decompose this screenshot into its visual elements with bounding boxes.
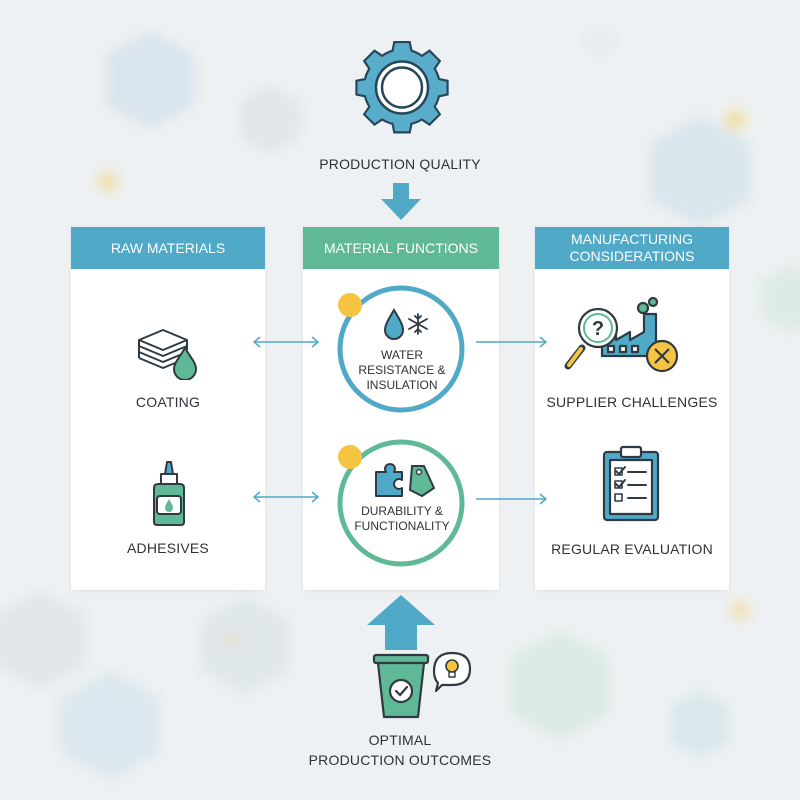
gear-icon [355, 41, 449, 134]
optimal-outcomes-label-line1: OPTIMAL [368, 732, 432, 748]
raw-materials-header: RAW MATERIALS [71, 227, 265, 269]
water-snowflake-icon [383, 308, 428, 340]
production-quality-label: PRODUCTION QUALITY [319, 156, 481, 172]
coating-label: COATING [135, 394, 201, 410]
glue-bottle-icon [153, 461, 185, 526]
adhesives-label: ADHESIVES [127, 540, 209, 556]
up-arrow-icon [367, 595, 435, 650]
supplier-challenges-label: SUPPLIER CHALLENGES [546, 394, 718, 410]
durability-label: DURABILITY & FUNCTIONALITY [354, 504, 450, 533]
cup-check-idea-icon [372, 651, 472, 719]
water-resistance-circle [337, 285, 465, 413]
manufacturing-considerations-column: MANUFACTURING CONSIDERATIONS [535, 227, 729, 590]
connector-arrow-right-top [476, 336, 548, 348]
connector-arrow-left-top [252, 336, 320, 348]
puzzle-tag-icon [375, 463, 435, 497]
durability-circle [337, 439, 465, 567]
material-functions-header: MATERIAL FUNCTIONS [303, 227, 499, 269]
water-resistance-label: WATER RESISTANCE & INSULATION [358, 348, 446, 392]
svg-text:?: ? [592, 318, 604, 340]
manufacturing-considerations-header: MANUFACTURING CONSIDERATIONS [535, 227, 729, 269]
connector-arrow-right-bottom [476, 493, 548, 505]
optimal-outcomes-label-line2: PRODUCTION OUTCOMES [308, 752, 492, 768]
regular-evaluation-label: REGULAR EVALUATION [551, 541, 713, 557]
coating-layers-icon [138, 329, 198, 380]
raw-materials-column: RAW MATERIALS [71, 227, 265, 590]
clipboard-checklist-icon [602, 445, 660, 522]
factory-search-icon: ? [564, 296, 679, 373]
down-arrow-icon [381, 183, 421, 220]
connector-arrow-left-bottom [252, 491, 320, 503]
